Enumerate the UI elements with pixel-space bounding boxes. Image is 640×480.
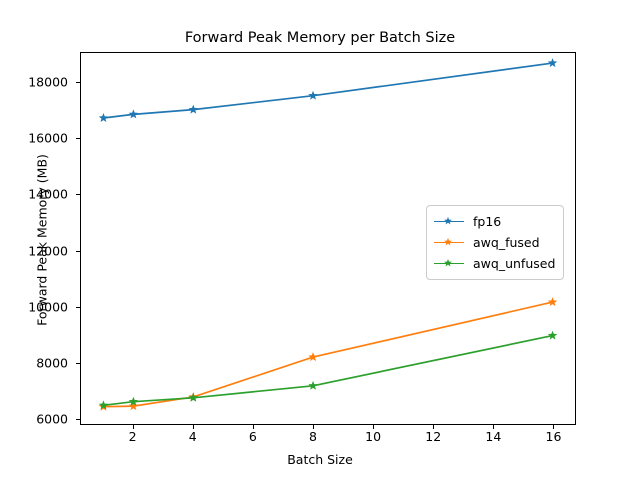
x-tick-label: 6 (248, 429, 257, 444)
legend-label: awq_fused (473, 235, 540, 250)
y-tick-mark (76, 306, 80, 308)
y-tick-label: 6000 (36, 411, 68, 427)
data-point-marker (188, 392, 199, 402)
x-tick-mark (132, 425, 134, 429)
legend-swatch-icon (434, 216, 464, 228)
x-tick-label: 12 (425, 429, 442, 444)
data-point-marker (547, 330, 558, 340)
legend-item-awq_unfused[interactable]: awq_unfused (434, 253, 555, 274)
plot-area (80, 52, 576, 425)
x-tick-label: 8 (308, 429, 317, 444)
data-point-marker (308, 90, 318, 100)
data-point-marker (128, 109, 139, 119)
x-axis-label: Batch Size (287, 452, 353, 467)
x-tick-mark (192, 425, 194, 429)
legend-item-awq_fused[interactable]: awq_fused (434, 232, 555, 253)
legend-swatch-icon (434, 237, 464, 249)
x-tick-label: 10 (365, 429, 382, 444)
y-tick-label: 8000 (36, 355, 68, 371)
x-tick-mark (312, 425, 314, 429)
data-point-marker (128, 396, 139, 406)
data-point-marker (98, 113, 109, 123)
series-line-fp16 (103, 62, 553, 119)
data-point-marker (188, 104, 199, 114)
data-point-marker (547, 58, 558, 68)
x-tick-mark (252, 425, 254, 429)
y-axis-label-wrapper: Forward Peak Memory (MB) (10, 0, 50, 480)
x-tick-label: 16 (545, 429, 562, 444)
y-tick-mark (76, 362, 80, 364)
x-tick-mark (433, 425, 435, 429)
y-tick-mark (76, 250, 80, 252)
legend-item-fp16[interactable]: fp16 (434, 211, 555, 232)
x-tick-label: 14 (485, 429, 502, 444)
series-line-awq_fused (103, 301, 553, 408)
x-tick-label: 2 (128, 429, 137, 444)
y-tick-label: 16000 (28, 130, 68, 146)
data-point-marker (547, 297, 558, 307)
y-tick-label: 18000 (28, 74, 68, 90)
data-point-marker (308, 380, 318, 390)
data-point-marker (308, 352, 318, 362)
series-line-awq_unfused (103, 334, 553, 407)
series-lines (98, 58, 558, 411)
y-tick-label: 10000 (28, 299, 68, 315)
chart-title: Forward Peak Memory per Batch Size (184, 30, 456, 46)
x-tick-mark (493, 425, 495, 429)
legend-label: fp16 (473, 214, 502, 229)
y-tick-mark (76, 418, 80, 420)
y-tick-mark (76, 194, 80, 196)
y-tick-label: 12000 (28, 243, 68, 259)
x-tick-label: 4 (188, 429, 197, 444)
y-tick-label: 14000 (28, 186, 68, 202)
data-point-marker (98, 400, 109, 410)
legend-swatch-icon (434, 258, 464, 270)
x-tick-mark (373, 425, 375, 429)
legend-label: awq_unfused (473, 256, 556, 271)
legend[interactable]: fp16 awq_fused awq_unfused (426, 205, 565, 280)
y-tick-mark (76, 138, 80, 140)
data-point-marker (128, 401, 139, 411)
x-tick-mark (553, 425, 555, 429)
y-tick-mark (76, 82, 80, 84)
